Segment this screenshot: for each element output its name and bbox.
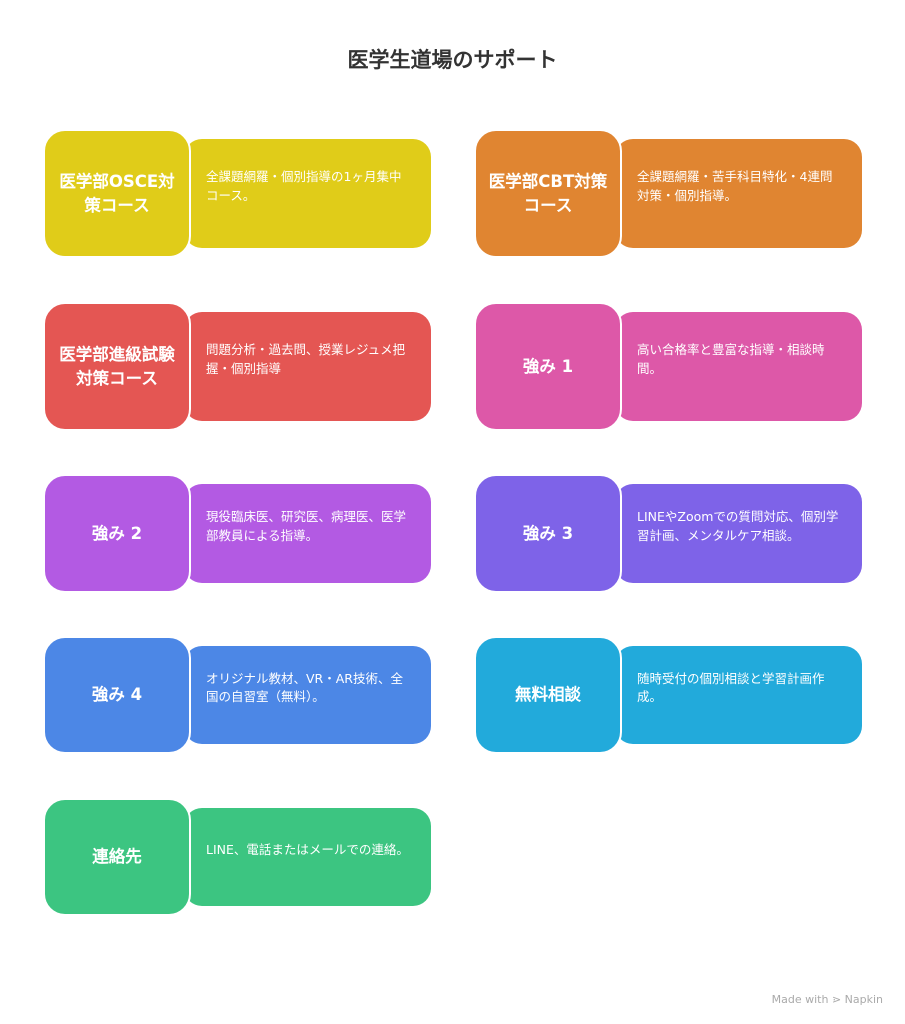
card-label: 強み 4 <box>43 636 191 754</box>
card-desc-text: 全課題網羅・個別指導の1ヶ月集中コース。 <box>206 169 402 203</box>
made-with-napkin-credit: Made with ⋗ Napkin <box>771 993 883 1006</box>
card-desc-text: LINEやZoomでの質問対応、個別学習計画、メンタルケア相談。 <box>637 509 839 543</box>
card-desc: LINEやZoomでの質問対応、個別学習計画、メンタルケア相談。 <box>615 484 862 583</box>
page-title: 医学生道場のサポート <box>347 48 558 72</box>
card-desc: LINE、電話またはメールでの連絡。 <box>184 808 431 906</box>
card-cbt: 医学部CBT対策コース 全課題網羅・苦手科目特化・4連問対策・個別指導。 <box>474 129 862 258</box>
card-desc: 全課題網羅・苦手科目特化・4連問対策・個別指導。 <box>615 139 862 248</box>
card-label: 医学部CBT対策コース <box>474 129 622 258</box>
card-desc-text: 高い合格率と豊富な指導・相談時間。 <box>637 342 825 376</box>
card-desc: 高い合格率と豊富な指導・相談時間。 <box>615 312 862 421</box>
card-strength-2: 強み 2 現役臨床医、研究医、病理医、医学部教員による指導。 <box>43 474 431 593</box>
card-osce: 医学部OSCE対策コース 全課題網羅・個別指導の1ヶ月集中コース。 <box>43 129 431 258</box>
card-desc-text: 全課題網羅・苦手科目特化・4連問対策・個別指導。 <box>637 169 833 203</box>
card-promotion-exam: 医学部進級試験対策コース 問題分析・過去問、授業レジュメ把握・個別指導 <box>43 302 431 431</box>
card-strength-4: 強み 4 オリジナル教材、VR・AR技術、全国の自習室（無料）。 <box>43 636 431 754</box>
card-label: 医学部進級試験対策コース <box>43 302 191 431</box>
card-label: 強み 1 <box>474 302 622 431</box>
card-desc-text: 問題分析・過去問、授業レジュメ把握・個別指導 <box>206 342 406 376</box>
card-label: 無料相談 <box>474 636 622 754</box>
card-desc: 問題分析・過去問、授業レジュメ把握・個別指導 <box>184 312 431 421</box>
card-desc-text: 現役臨床医、研究医、病理医、医学部教員による指導。 <box>206 509 407 543</box>
card-desc-text: LINE、電話またはメールでの連絡。 <box>206 841 409 857</box>
card-label: 連絡先 <box>43 798 191 916</box>
card-contact: 連絡先 LINE、電話またはメールでの連絡。 <box>43 798 431 916</box>
card-desc: 全課題網羅・個別指導の1ヶ月集中コース。 <box>184 139 431 248</box>
card-desc-text: オリジナル教材、VR・AR技術、全国の自習室（無料）。 <box>206 670 403 704</box>
card-free-consultation: 無料相談 随時受付の個別相談と学習計画作成。 <box>474 636 862 754</box>
card-label: 医学部OSCE対策コース <box>43 129 191 258</box>
card-desc: 現役臨床医、研究医、病理医、医学部教員による指導。 <box>184 484 431 583</box>
card-desc: オリジナル教材、VR・AR技術、全国の自習室（無料）。 <box>184 646 431 744</box>
card-desc: 随時受付の個別相談と学習計画作成。 <box>615 646 862 744</box>
card-strength-3: 強み 3 LINEやZoomでの質問対応、個別学習計画、メンタルケア相談。 <box>474 474 862 593</box>
card-desc-text: 随時受付の個別相談と学習計画作成。 <box>637 670 825 704</box>
card-strength-1: 強み 1 高い合格率と豊富な指導・相談時間。 <box>474 302 862 431</box>
card-label: 強み 3 <box>474 474 622 593</box>
card-label: 強み 2 <box>43 474 191 593</box>
